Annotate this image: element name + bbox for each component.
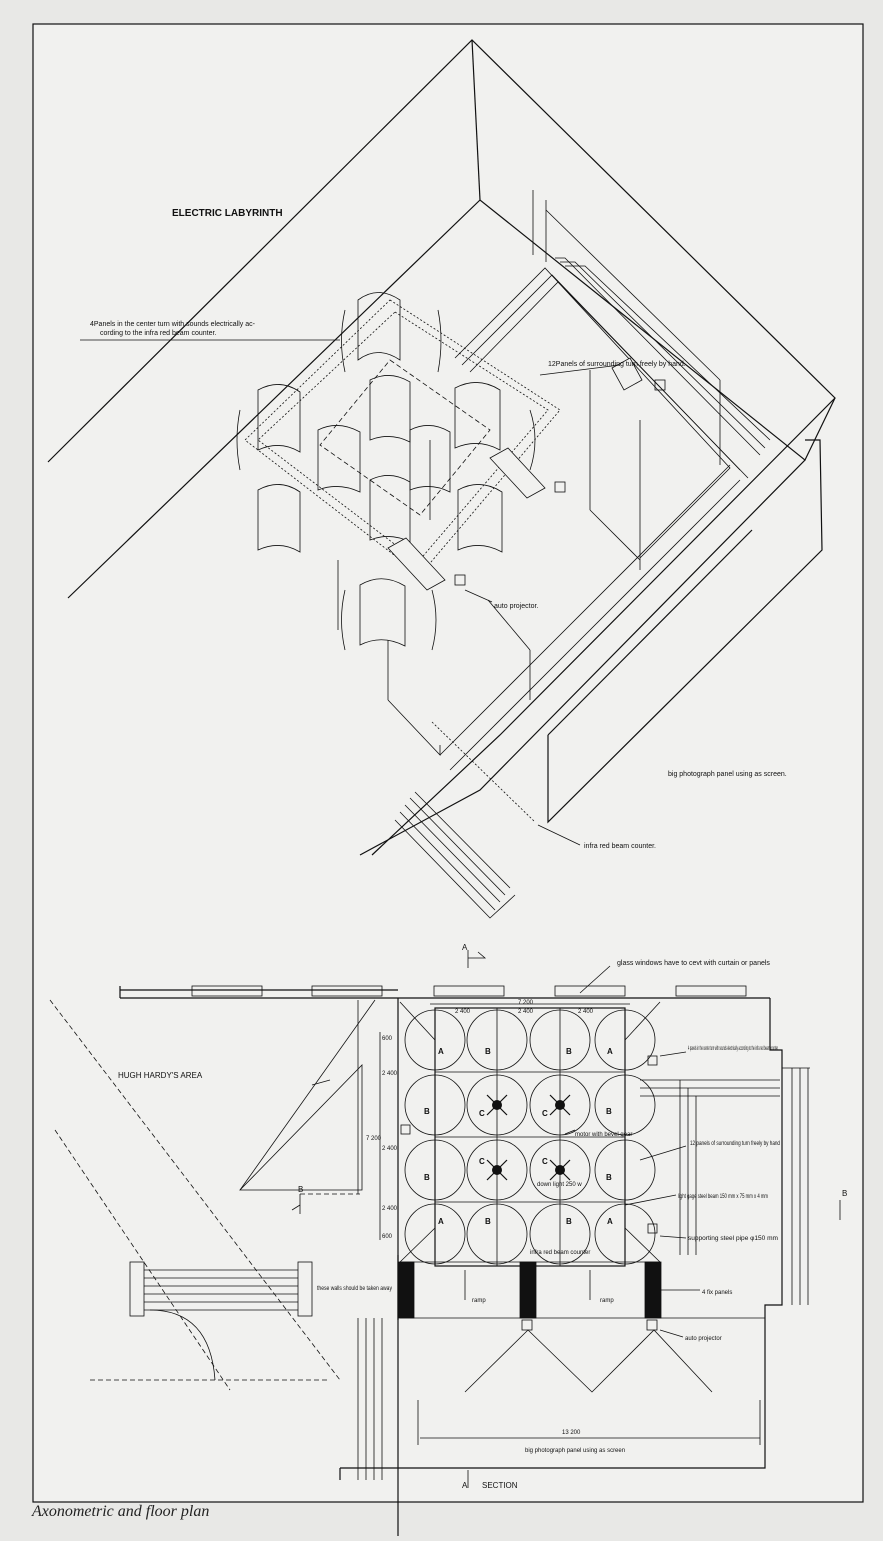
dim-bay: 2 400 [578,1009,594,1015]
note-motor: motor with bevel gear [575,1132,632,1138]
axonometric-title: ELECTRIC LABYRINTH [172,208,283,219]
dim-h: 2 400 [382,1146,398,1152]
note-glass-windows: glass windows have to cevt with curtain … [617,960,770,967]
panel-letter-c: C [479,1109,485,1118]
drawing-frame [32,23,864,1503]
section-mark-bottom: A [462,1481,468,1490]
panel-letter-c: C [479,1157,485,1166]
panel-letter-b: B [566,1217,572,1226]
note-surrounding-plan: 12 panels of surrounding turn freely by … [690,1141,780,1147]
axonometric-drawing: ELECTRIC LABYRINTH 4Panels in the center… [47,39,836,919]
note-auto-projector: auto projector. [494,603,538,610]
figure-caption: Axonometric and floor plan [32,1503,210,1520]
note-steel-beam: light gage steel beam 150 mm x 75 mm x 4… [678,1194,768,1200]
panel-letter-b: B [606,1107,612,1116]
note-fix-panels: 4 fix panels [702,1290,732,1296]
note-screen-plan: big photograph panel using as screen [525,1448,625,1454]
panel-letter-b: B [606,1173,612,1182]
section-mark-top: A [462,943,468,952]
dim-overall: 13 200 [562,1430,581,1436]
panel-letter-b: B [424,1173,430,1182]
panel-letter-a: A [607,1047,613,1056]
dim-edge: 600 [382,1036,393,1042]
note-beam-counter: infra red beam counter. [584,843,656,850]
floor-plan: A A A A B B B B B B B B C C C C [49,943,847,1541]
note-ramp: ramp [472,1298,486,1304]
dim-height-total: 7 200 [366,1136,382,1142]
dim-bay: 2 400 [518,1009,534,1015]
note-ramp: ramp [600,1298,614,1304]
note-auto-projector-plan: auto projector [685,1336,722,1342]
dim-bay: 2 400 [455,1009,471,1015]
dim-edge: 600 [382,1234,393,1240]
panel-letter-a: A [607,1217,613,1226]
dim-h: 2 400 [382,1206,398,1212]
note-center-panels-cont: cording to the infra red beam counter. [100,330,216,337]
dim-h: 2 400 [382,1071,398,1077]
panel-letter-a: A [438,1047,444,1056]
panel-letter-c: C [542,1109,548,1118]
section-mark-right: B [842,1189,847,1198]
note-center-panels: 4Panels in the center turn with sounds e… [90,321,256,328]
section-label: SECTION [482,1481,518,1490]
panel-letter-c: C [542,1157,548,1166]
note-screen: big photograph panel using as screen. [668,771,787,778]
note-walls-removed: these walls should be taken away [317,1286,392,1292]
panel-letter-b: B [485,1217,491,1226]
note-surrounding-panels: 12Panels of surrounding turn freely by h… [548,361,686,368]
area-label: HUGH HARDY'S AREA [118,1071,203,1080]
note-downlight: down light 250 w [537,1182,582,1188]
panel-letter-b: B [485,1047,491,1056]
note-infra-red-counter: infra red beam counter [530,1250,590,1256]
panel-letter-a: A [438,1217,444,1226]
panel-letter-b: B [566,1047,572,1056]
dim-total-width: 7 200 [518,1000,534,1006]
note-center-panels-plan: 4 panels in the center turn with sounds … [688,1046,778,1052]
panel-letter-b: B [424,1107,430,1116]
section-mark-left: B [298,1185,303,1194]
note-steel-pipe: supporting steel pipe φ150 mm [688,1236,778,1242]
